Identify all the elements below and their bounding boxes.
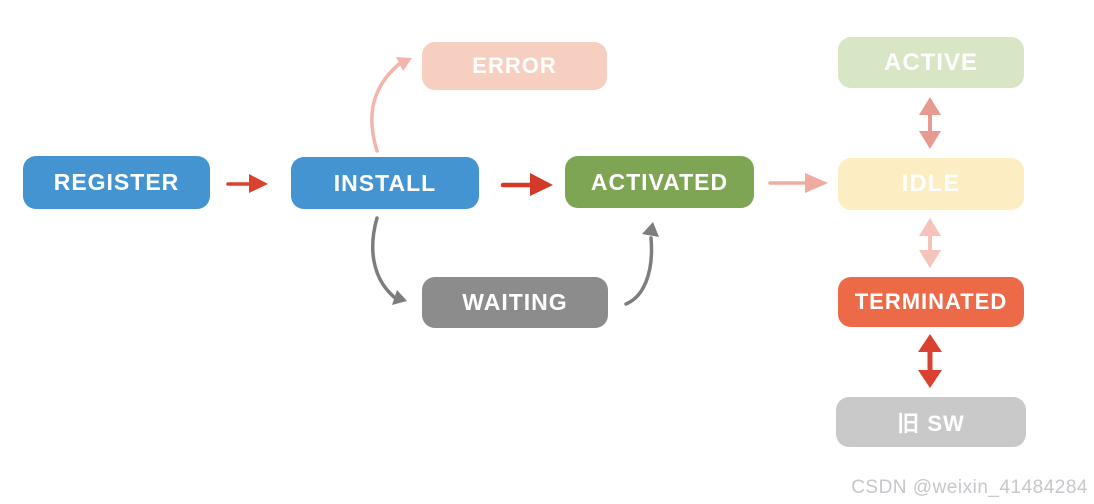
arrowhead-downright-icon [392, 290, 407, 305]
node-activated: ACTIVATED [565, 156, 754, 208]
node-active: ACTIVE [838, 37, 1024, 88]
arrowhead-down-icon [919, 250, 941, 268]
arrowhead-right-icon [530, 173, 553, 196]
edge-install-activated [500, 173, 553, 196]
arrowhead-up-icon [918, 334, 942, 352]
node-install-label: INSTALL [333, 169, 437, 196]
node-waiting: WAITING [422, 277, 608, 328]
node-error-label: ERROR [472, 53, 557, 78]
arrowhead-up-icon [919, 97, 941, 115]
arrowhead-up-icon [919, 218, 941, 236]
arrowhead-upright-icon [396, 57, 412, 71]
arrowhead-right-icon [805, 173, 828, 193]
node-register: REGISTER [23, 156, 210, 209]
edge-install-waiting [371, 216, 407, 305]
edge-register-install [226, 174, 268, 193]
node-active-label: ACTIVE [883, 48, 978, 76]
node-activated-label: ACTIVATED [590, 168, 729, 195]
edge-terminated-oldsw-twoway [918, 334, 942, 388]
arrowhead-down-icon [918, 370, 942, 388]
edge-waiting-activated [624, 222, 659, 306]
node-error: ERROR [422, 42, 607, 90]
edge-curve [371, 216, 396, 299]
edge-idle-terminated-twoway [919, 218, 941, 268]
node-idle: IDLE [838, 158, 1024, 210]
arrowhead-down-icon [919, 131, 941, 149]
arrowhead-right-icon [249, 174, 268, 193]
arrowhead-up-icon [642, 222, 659, 237]
edge-curve [624, 236, 654, 306]
node-terminated: TERMINATED [838, 277, 1024, 327]
node-waiting-label: WAITING [462, 289, 568, 315]
csdn-watermark: CSDN @weixin_41484284 [851, 477, 1088, 498]
node-old-sw-label: 旧 SW [897, 411, 965, 436]
node-old-sw: 旧 SW [836, 397, 1026, 447]
edge-active-idle-twoway [919, 97, 941, 149]
node-idle-label: IDLE [901, 170, 961, 197]
node-register-label: REGISTER [53, 169, 180, 195]
edge-install-error [370, 57, 412, 153]
edge-activated-idle [768, 173, 828, 193]
node-terminated-label: TERMINATED [854, 289, 1008, 314]
edge-curve [370, 62, 401, 153]
node-install: INSTALL [291, 157, 479, 209]
